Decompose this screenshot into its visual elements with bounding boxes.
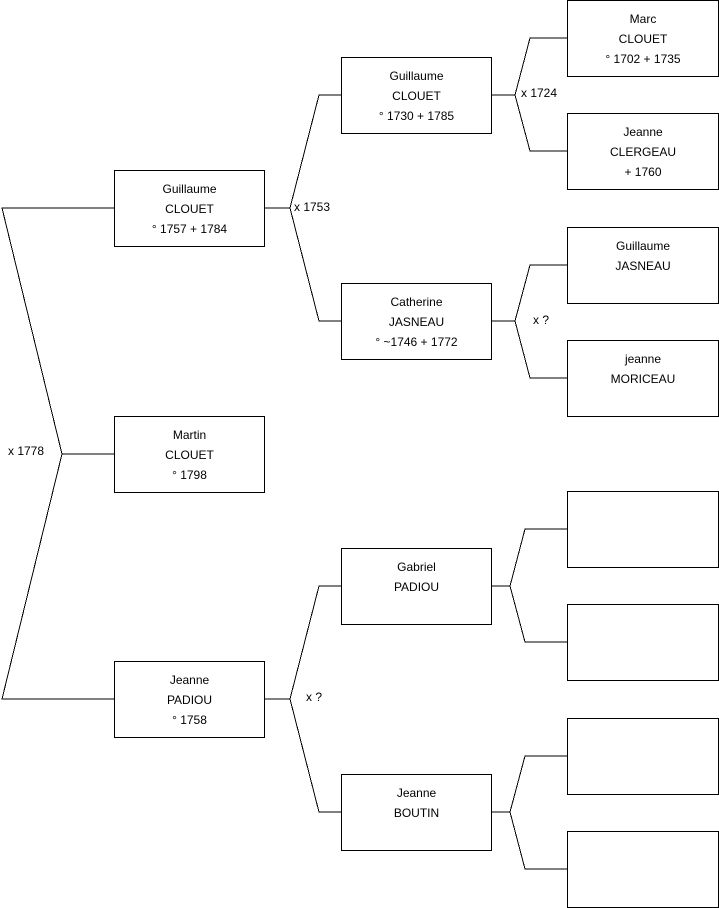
person-box-empty: [567, 491, 719, 568]
person-box-marc-clouet: Marc CLOUET ° 1702 + 1735: [567, 0, 719, 77]
surname: CLOUET: [165, 202, 214, 216]
given-name: Marc: [629, 12, 657, 26]
given-name: jeanne: [624, 352, 662, 366]
life-dates: + 1760: [624, 165, 662, 179]
life-dates: ° ~1746 + 1772: [375, 335, 458, 349]
marriage-label: x 1778: [8, 444, 45, 458]
person-box-empty: [567, 604, 719, 681]
connector-line: [514, 320, 568, 379]
person-box-jeanne-boutin: Jeanne BOUTIN: [341, 774, 492, 851]
given-name: Catherine: [390, 295, 443, 309]
surname: PADIOU: [166, 693, 213, 707]
life-dates: ° 1730 + 1785: [378, 109, 455, 123]
marriage-label: x 1753: [294, 200, 331, 214]
person-box-gabriel-padiou: Gabriel PADIOU: [341, 548, 492, 625]
person-box-jeanne-clergeau: Jeanne CLERGEAU + 1760: [567, 113, 719, 190]
given-name: Jeanne: [396, 786, 437, 800]
connector-line: [514, 94, 568, 152]
given-name: Martin: [172, 428, 207, 442]
given-name: Jeanne: [623, 125, 663, 139]
life-dates: ° 1758: [172, 713, 207, 727]
person-box-catherine-jasneau: Catherine JASNEAU ° ~1746 + 1772: [341, 283, 492, 360]
connector-line: [509, 755, 568, 813]
surname: PADIOU: [393, 580, 440, 594]
connector-line: [289, 698, 341, 813]
surname: CLERGEAU: [609, 145, 677, 159]
surname: CLOUET: [392, 89, 441, 103]
connector-line: [509, 528, 568, 587]
marriage-label: x ?: [306, 690, 323, 704]
connector-line: [1, 453, 114, 700]
given-name: Jeanne: [169, 673, 210, 687]
person-box-empty: [567, 831, 719, 908]
connector-line: [289, 585, 341, 700]
person-box-empty: [567, 718, 719, 795]
life-dates: ° 1757 + 1784: [151, 222, 228, 236]
surname: BOUTIN: [393, 806, 440, 820]
connector-line: [514, 264, 568, 322]
person-box-jeanne-moriceau: jeanne MORICEAU: [567, 340, 719, 417]
given-name: Guillaume: [389, 69, 444, 83]
given-name: Gabriel: [397, 560, 436, 574]
life-dates: ° 1798: [172, 468, 207, 482]
surname: JASNEAU: [388, 315, 445, 329]
surname: JASNEAU: [615, 259, 671, 273]
given-name: Guillaume: [615, 239, 671, 253]
connector-line: [289, 207, 341, 322]
connector-line: [1, 207, 114, 455]
connector-line: [289, 94, 341, 209]
person-box-guillaume-clouet-1730: Guillaume CLOUET ° 1730 + 1785: [341, 57, 492, 134]
connector-line: [509, 585, 568, 643]
surname: CLOUET: [618, 32, 668, 46]
marriage-label: x 1724: [521, 86, 558, 100]
person-box-guillaume-clouet-1757: Guillaume CLOUET ° 1757 + 1784: [114, 170, 265, 247]
connector-line: [514, 37, 568, 96]
life-dates: ° 1702 + 1735: [605, 52, 681, 66]
person-box-martin-clouet: Martin CLOUET ° 1798: [114, 416, 265, 493]
given-name: Guillaume: [162, 182, 217, 196]
surname: CLOUET: [165, 448, 214, 462]
marriage-label: x ?: [533, 313, 550, 327]
person-box-guillaume-jasneau: Guillaume JASNEAU: [567, 227, 719, 304]
connector-line: [509, 811, 568, 870]
person-box-jeanne-padiou: Jeanne PADIOU ° 1758: [114, 661, 265, 738]
surname: MORICEAU: [610, 372, 676, 386]
